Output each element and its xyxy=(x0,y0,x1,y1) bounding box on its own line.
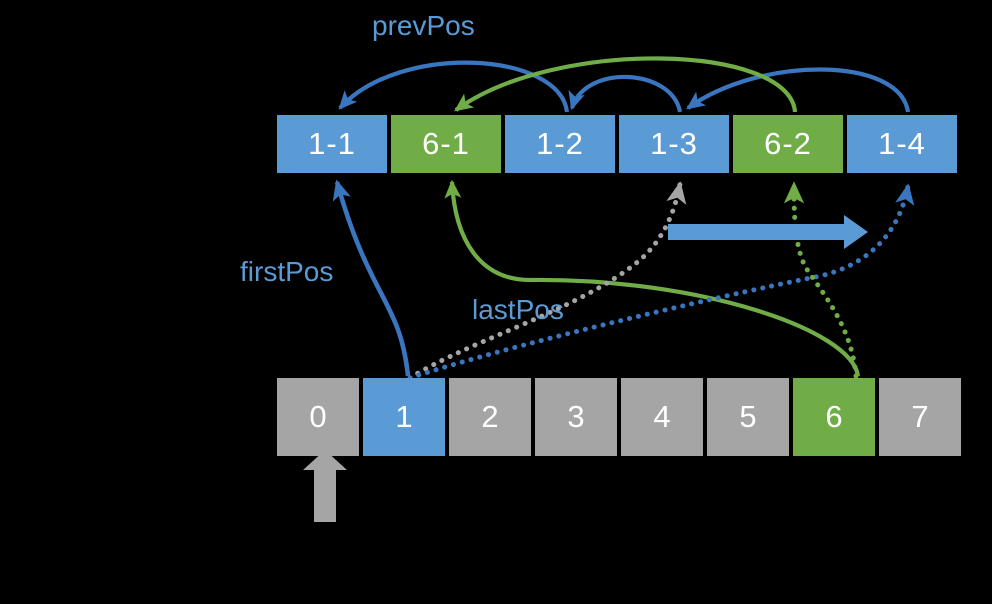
entry-cell-1-4[interactable]: 1-4 xyxy=(847,115,957,173)
entry-cell-label: 1-1 xyxy=(308,126,356,161)
prevpos-arc-1-4-to-1-3 xyxy=(686,67,911,113)
prevpos-arc-1-2-to-1-1 xyxy=(338,60,570,113)
bucket-cell-label: 3 xyxy=(567,399,585,434)
bucket-cell-label: 5 xyxy=(739,399,757,434)
bucket-array: 0 1 2 3 4 5 6 7 xyxy=(277,378,961,456)
entry-cell-label: 6-2 xyxy=(764,126,812,161)
bucket-cell-label: 2 xyxy=(481,399,499,434)
firstpos-curve-bucket6-to-6-1 xyxy=(444,179,861,377)
prevpos-arc-6-2-to-6-1 xyxy=(454,56,798,113)
entry-cell-1-2[interactable]: 1-2 xyxy=(505,115,615,173)
entry-cell-6-2[interactable]: 6-2 xyxy=(733,115,843,173)
bucket-index-pointer xyxy=(303,450,347,522)
bucket-cell-1[interactable]: 1 xyxy=(363,378,445,456)
firstpos-curve-bucket1-to-1-1 xyxy=(332,179,411,377)
lastpos-curve-bucket6-to-6-2 xyxy=(783,181,859,379)
bucket-cell-3[interactable]: 3 xyxy=(535,378,617,456)
label-firstpos: firstPos xyxy=(240,256,334,287)
bucket-cell-label: 1 xyxy=(395,399,413,434)
label-prevpos: prevPos xyxy=(372,10,475,41)
entry-cell-label: 1-2 xyxy=(536,126,584,161)
lastpos-curve-bucket1-to-1-4 xyxy=(407,183,915,381)
entry-array: 1-1 6-1 1-2 1-3 6-2 1-4 xyxy=(277,115,957,173)
bucket-cell-7[interactable]: 7 xyxy=(879,378,961,456)
label-lastpos: lastPos xyxy=(472,294,564,325)
bucket-cell-5[interactable]: 5 xyxy=(707,378,789,456)
prevpos-arc-1-3-to-1-2 xyxy=(568,74,683,113)
bucket-cell-label: 0 xyxy=(309,399,327,434)
bucket-cell-2[interactable]: 2 xyxy=(449,378,531,456)
entry-cell-1-3[interactable]: 1-3 xyxy=(619,115,729,173)
entry-cell-label: 6-1 xyxy=(422,126,470,161)
bucket-cell-label: 4 xyxy=(653,399,671,434)
entry-cell-label: 1-4 xyxy=(878,126,926,161)
bucket-cell-4[interactable]: 4 xyxy=(621,378,703,456)
entry-cell-1-1[interactable]: 1-1 xyxy=(277,115,387,173)
lastpos-curve-bucket1-to-1-3 xyxy=(407,181,687,381)
entry-cell-6-1[interactable]: 6-1 xyxy=(391,115,501,173)
bucket-cell-label: 6 xyxy=(825,399,843,434)
append-direction-arrow xyxy=(668,215,868,249)
bucket-cell-6[interactable]: 6 xyxy=(793,378,875,456)
bucket-cell-label: 7 xyxy=(911,399,929,434)
bucket-cell-0[interactable]: 0 xyxy=(277,378,359,456)
entry-cell-label: 1-3 xyxy=(650,126,698,161)
